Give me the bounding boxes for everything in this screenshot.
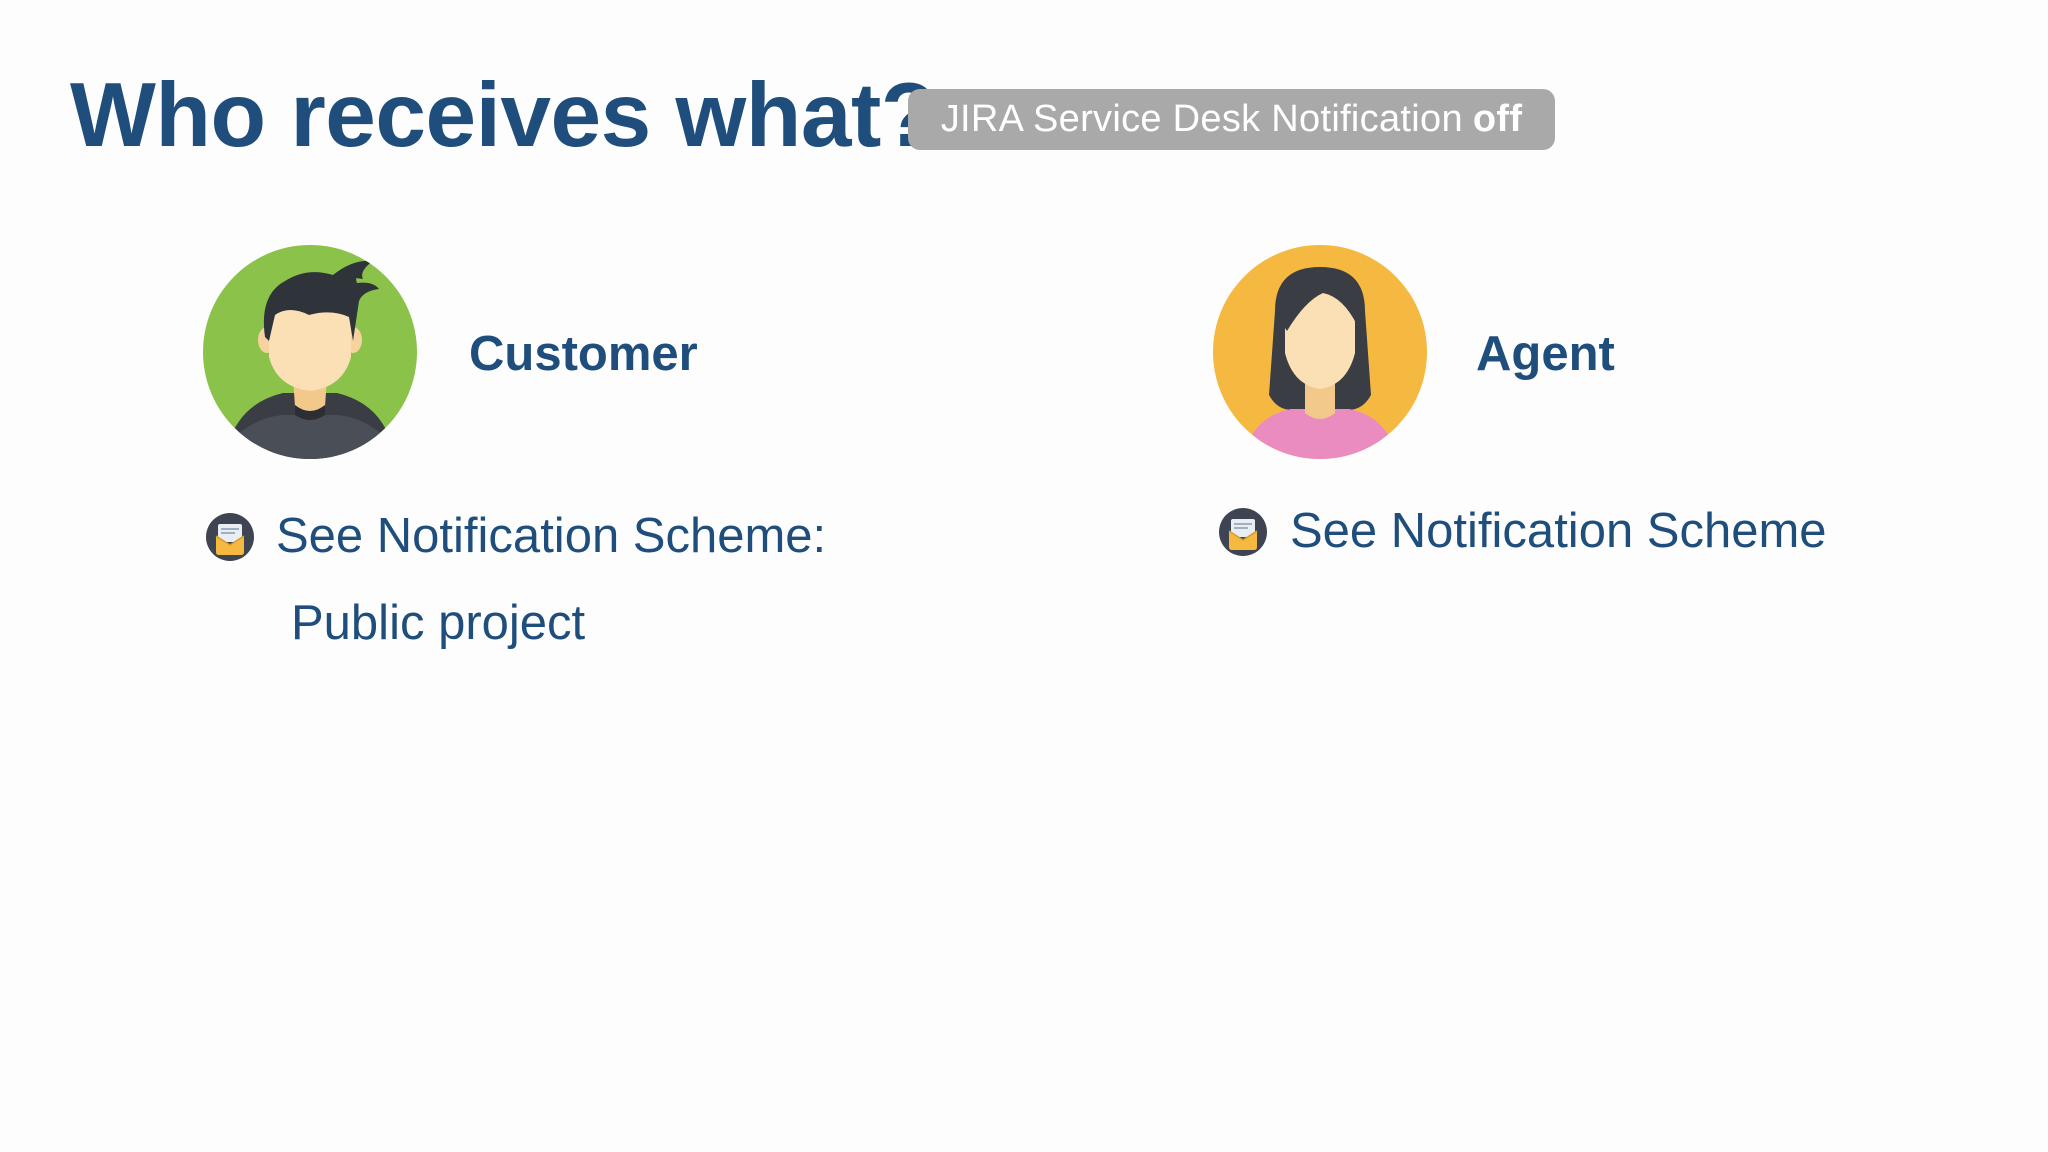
slide-title: Who receives what?	[70, 65, 936, 166]
agent-notification-text: See Notification Scheme	[1290, 504, 1827, 558]
notification-status-badge: JIRA Service Desk Notification off	[908, 89, 1555, 150]
agent-label: Agent	[1476, 327, 1615, 381]
badge-label: JIRA Service Desk Notification	[940, 98, 1463, 140]
customer-label: Customer	[469, 327, 698, 381]
envelope-icon	[205, 512, 255, 562]
customer-detail-text: Public project	[291, 596, 586, 650]
customer-notification-text: See Notification Scheme:	[276, 509, 827, 563]
agent-avatar-icon	[1213, 245, 1427, 459]
customer-avatar-icon	[203, 245, 417, 459]
envelope-icon	[1218, 507, 1268, 557]
badge-state: off	[1472, 98, 1523, 140]
